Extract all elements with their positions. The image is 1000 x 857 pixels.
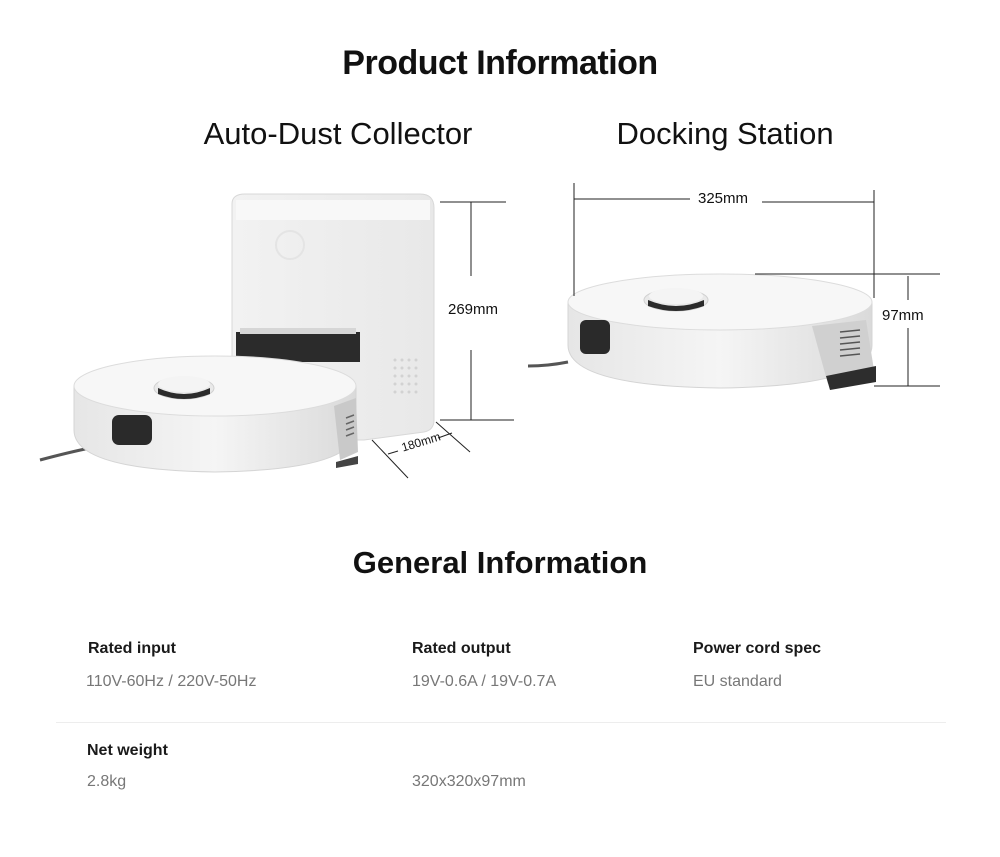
rated-input-value: 110V-60Hz / 220V-50Hz (86, 673, 257, 690)
ds-dimension-lines (573, 183, 940, 387)
robot-vacuum-left (73, 355, 358, 473)
rated-input-label: Rated input (88, 640, 176, 657)
adc-height-label: 269mm (448, 301, 499, 318)
rated-output-label: Rated output (412, 640, 511, 657)
docking-station-title: Docking Station (616, 116, 834, 151)
net-weight-value: 2.8kg (87, 773, 127, 790)
docking-station-image (527, 183, 940, 390)
page-title: Product Information (342, 44, 658, 82)
auto-dust-collector-title: Auto-Dust Collector (203, 116, 473, 151)
general-information-title: General Information (352, 545, 648, 580)
auto-dust-collector-image (39, 193, 514, 479)
row-divider (56, 722, 946, 723)
dimensions-value: 320x320x97mm (412, 773, 526, 790)
net-weight-label: Net weight (87, 742, 168, 759)
ds-width-label: 325mm (698, 190, 749, 207)
power-cord-spec-label: Power cord spec (693, 640, 822, 657)
robot-vacuum-right (567, 273, 876, 390)
adc-dimension-lines (371, 201, 514, 479)
ds-height-label: 97mm (882, 307, 924, 324)
product-illustrations (39, 183, 940, 479)
rated-output-value: 19V-0.6A / 19V-0.7A (412, 673, 557, 690)
power-cord-spec-value: EU standard (693, 673, 782, 690)
